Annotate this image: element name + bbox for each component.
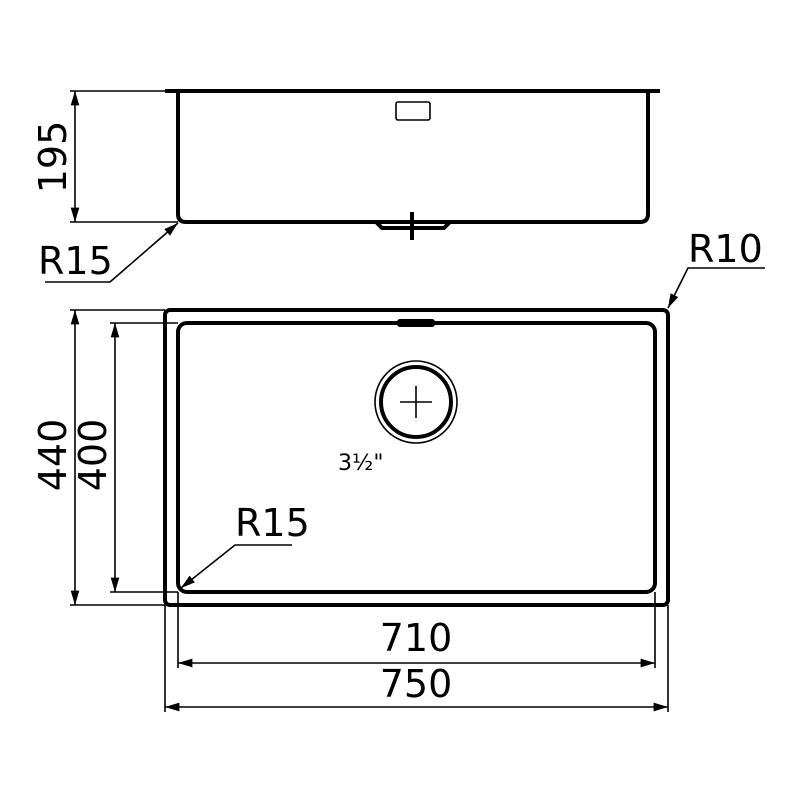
overflow-icon <box>395 101 431 121</box>
radius-label-inner: R15 <box>235 501 310 545</box>
outer-rim <box>163 308 670 607</box>
outer-width-label: 750 <box>380 662 453 706</box>
radius-leader-outer <box>667 267 765 309</box>
plan-view: 3½" R10 R15 440 400 710 750 <box>31 227 765 712</box>
inner-bowl <box>176 321 657 594</box>
depth-label: 195 <box>31 121 75 194</box>
bowl-profile <box>176 91 650 224</box>
radius-leader-top <box>45 222 179 283</box>
radius-label-top: R15 <box>38 239 113 283</box>
drain-size-label: 3½" <box>338 451 383 476</box>
drain-outer-ring <box>374 360 458 444</box>
drain-inner-ring <box>379 365 453 439</box>
radius-label-outer: R10 <box>688 227 763 271</box>
overflow-slot-icon <box>397 319 435 327</box>
radius-leader-inner <box>180 544 292 589</box>
inner-width-label: 710 <box>380 616 453 660</box>
side-view: 195 R15 <box>31 89 660 283</box>
outer-length-label: 440 <box>31 419 75 492</box>
inner-length-label: 400 <box>71 419 115 492</box>
